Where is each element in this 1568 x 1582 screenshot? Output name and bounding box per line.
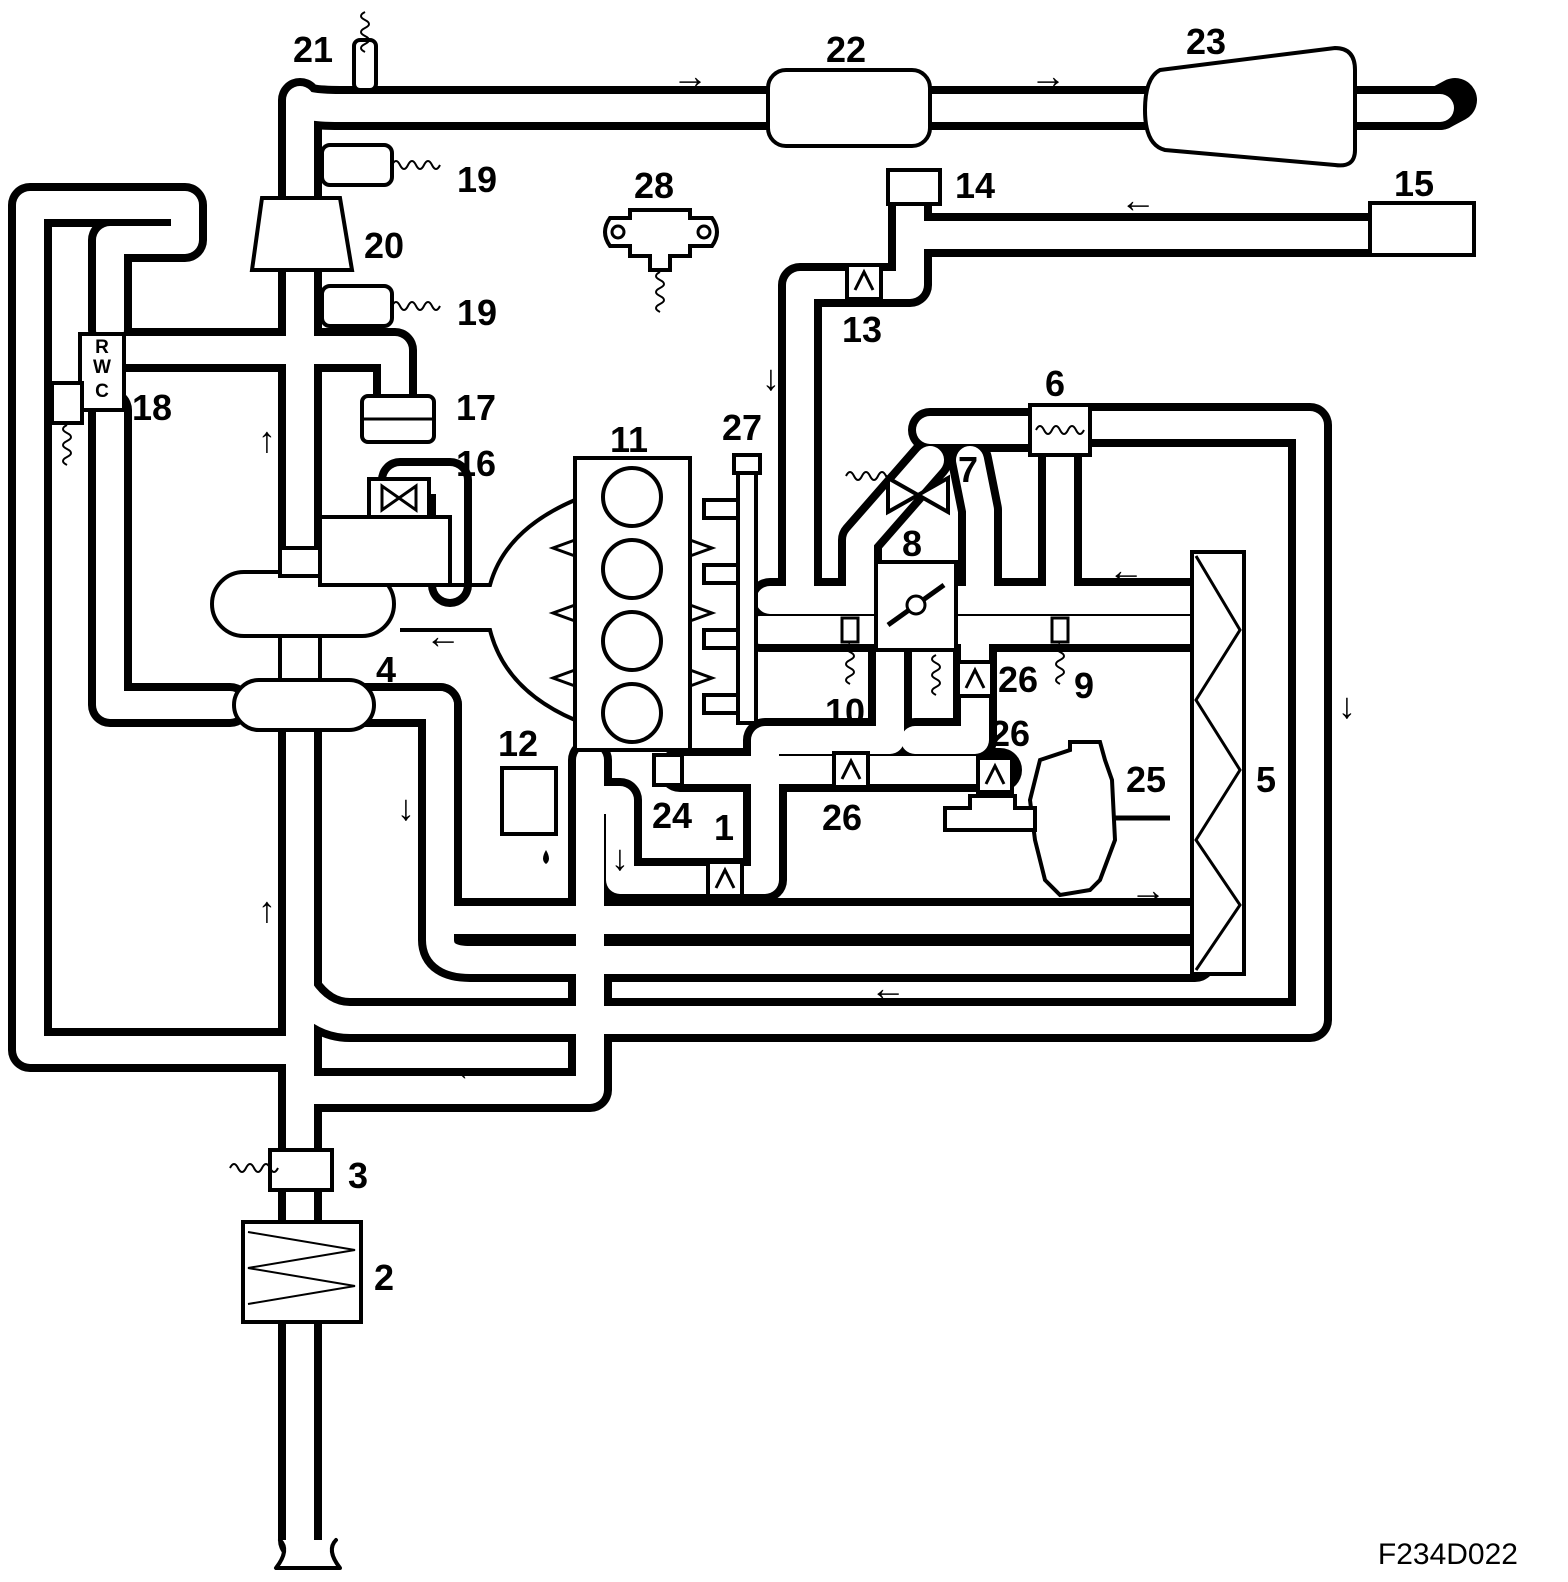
port-c: C — [95, 381, 109, 402]
arrow-down: ↓ — [762, 357, 780, 398]
middle-muffler — [766, 68, 932, 148]
callout-12: 12 — [498, 723, 538, 764]
arrow-left: ← — [1108, 549, 1144, 590]
callout-1: 1 — [714, 807, 734, 848]
callout-26-mid: 26 — [822, 797, 862, 838]
arrow-down: ↓ — [611, 837, 629, 878]
pressure-sensor — [603, 208, 719, 313]
purge-valve — [886, 168, 942, 206]
pressure-relief-valve — [1028, 403, 1092, 457]
oil-separator — [500, 766, 558, 864]
arrow-right: → — [672, 55, 708, 96]
arrow-right: → — [1030, 55, 1066, 96]
callout-2: 2 — [374, 1257, 394, 1298]
callout-3: 3 — [348, 1155, 368, 1196]
check-valve-1 — [706, 860, 744, 898]
callout-7: 7 — [958, 449, 978, 490]
arrow-left: ← — [452, 1047, 488, 1088]
boost-control-solenoid: R W C — [50, 332, 126, 466]
turbocharger — [210, 546, 396, 732]
callout-9: 9 — [1074, 665, 1094, 706]
check-valve-26-upper — [956, 660, 994, 698]
check-valve-26-mid — [832, 751, 870, 789]
air-filter — [241, 1220, 363, 1324]
callout-21: 21 — [293, 29, 333, 70]
arrow-left: ← — [870, 967, 906, 1008]
wastegate-actuator — [360, 394, 436, 444]
arrow-up: ↑ — [258, 889, 276, 930]
arrow-up: ↑ — [258, 419, 276, 460]
callout-15: 15 — [1394, 163, 1434, 204]
callout-19-upper: 19 — [457, 159, 497, 200]
airflow-sensor — [229, 1148, 334, 1192]
intercooler — [1190, 550, 1246, 976]
callout-labels: 1 2 3 4 5 6 7 8 9 10 11 12 13 14 15 16 1… — [132, 21, 1434, 1298]
callout-24: 24 — [652, 795, 692, 836]
callout-14: 14 — [955, 165, 995, 206]
port-r: R — [95, 337, 109, 358]
callout-8: 8 — [902, 523, 922, 564]
port-w: W — [93, 357, 111, 378]
callout-20: 20 — [364, 225, 404, 266]
charcoal-canister — [1368, 201, 1476, 257]
callout-11: 11 — [610, 419, 648, 460]
throttle-body — [874, 560, 958, 696]
figure-code: F234D022 — [1378, 1538, 1518, 1571]
exhaust-temp-sensor — [352, 11, 378, 92]
callout-10: 10 — [825, 691, 865, 732]
oxygen-sensor-lower — [320, 284, 441, 328]
pcv-valve — [652, 753, 684, 787]
callout-13: 13 — [842, 309, 882, 350]
flow-arrows: → → ← ↓ ↑ ↑ ← ↓ ← ↓ ↓ → ← ← — [258, 55, 1356, 1088]
callout-26-upper: 26 — [998, 659, 1038, 700]
callout-6: 6 — [1045, 363, 1065, 404]
check-valve-26-right — [976, 756, 1014, 794]
engine-block — [400, 456, 717, 752]
arrow-down: ↓ — [1338, 685, 1356, 726]
diverter-valve — [845, 471, 950, 516]
arrow-right: → — [1130, 869, 1166, 910]
pre-catalyst — [249, 196, 355, 272]
callout-19-lower: 19 — [457, 292, 497, 333]
callout-4: 4 — [376, 649, 396, 690]
callout-25: 25 — [1126, 759, 1166, 800]
callout-22: 22 — [826, 29, 866, 70]
bypass-valve — [318, 477, 452, 587]
callout-17: 17 — [456, 387, 496, 428]
callout-18: 18 — [132, 387, 172, 428]
check-valve-13 — [845, 263, 883, 301]
rear-muffler — [1142, 45, 1357, 168]
arrow-down: ↓ — [397, 787, 415, 828]
callout-26-right: 26 — [990, 713, 1030, 754]
temp-sensor-10 — [840, 616, 860, 685]
callout-5: 5 — [1256, 759, 1276, 800]
callout-28: 28 — [634, 165, 674, 206]
brake-booster — [943, 740, 1170, 898]
fuel-rail — [702, 453, 762, 725]
arrow-left: ← — [1120, 179, 1156, 220]
callout-27: 27 — [722, 407, 762, 448]
callout-23: 23 — [1186, 21, 1226, 62]
arrow-left: ← — [425, 615, 461, 656]
oxygen-sensor-upper — [320, 143, 441, 187]
callout-16: 16 — [456, 443, 496, 484]
temp-sensor-9 — [1050, 616, 1070, 685]
